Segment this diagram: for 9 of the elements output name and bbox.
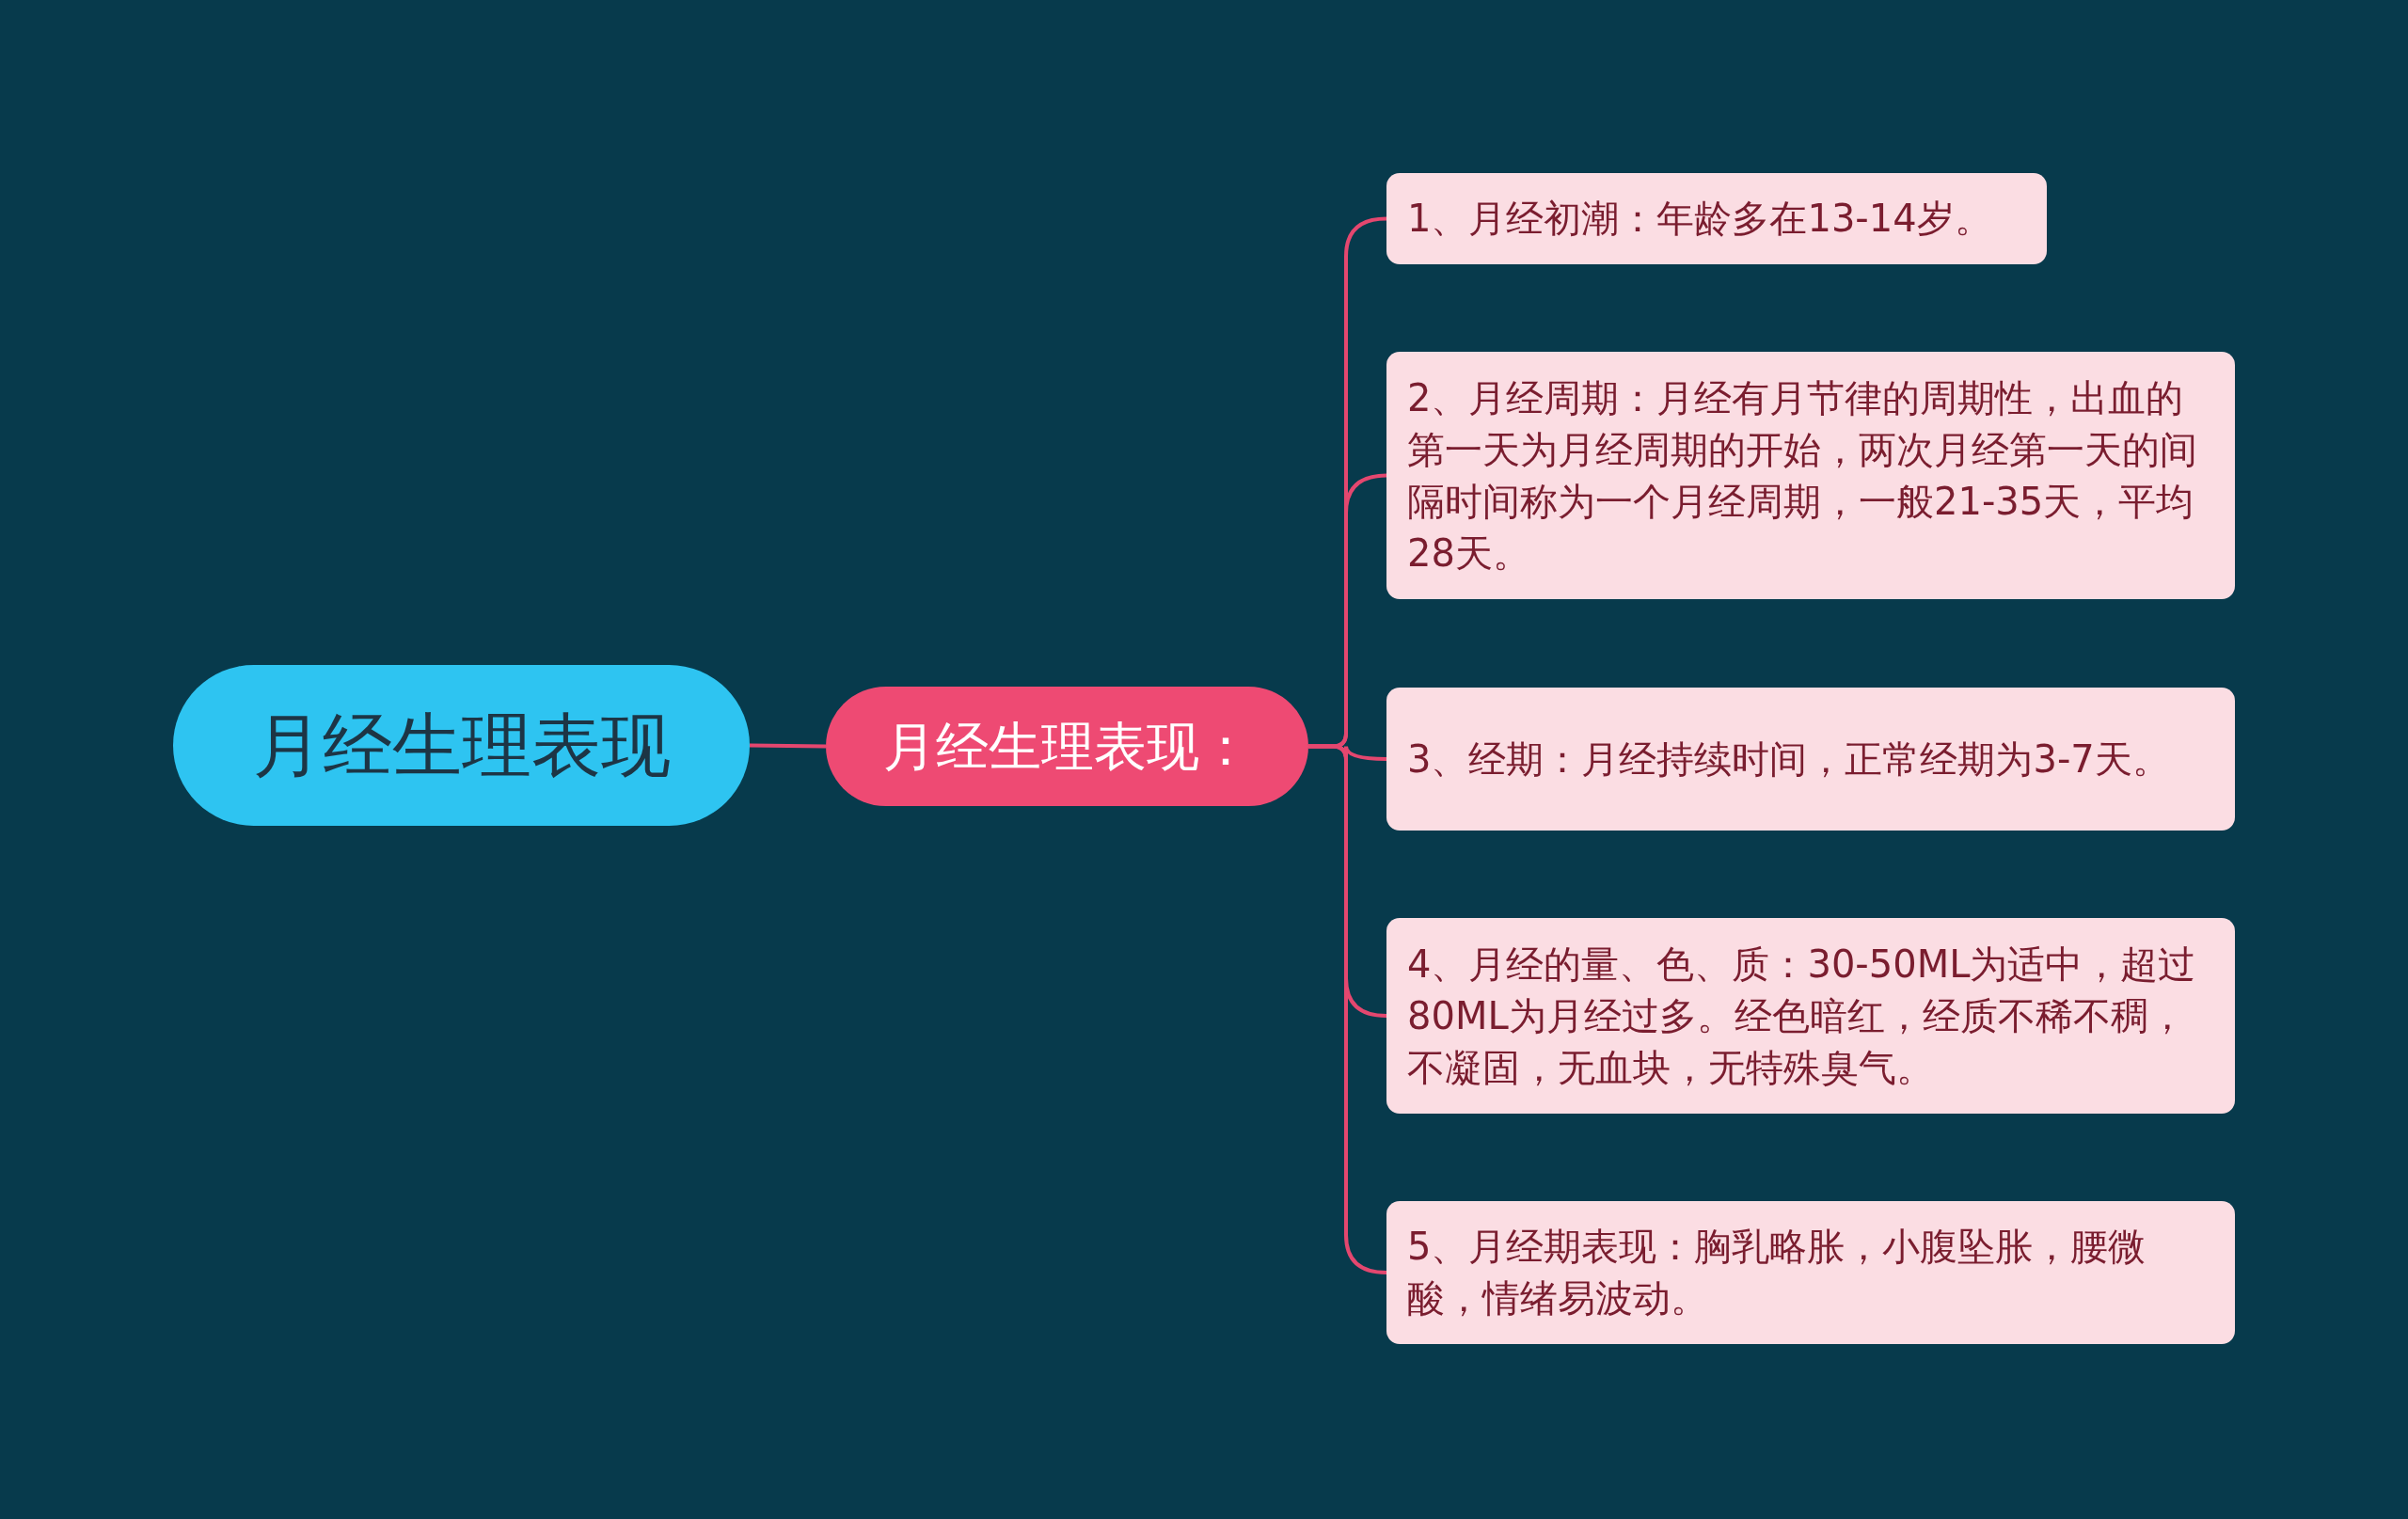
root-topic: 月经生理表现 <box>173 665 750 826</box>
subtopic-card: 4、月经的量、色、质：30-50ML为适中，超过80ML为月经过多。经色暗红，经质不稀不稠，不凝固，无血块，无特殊臭气。 <box>1386 918 2235 1114</box>
main-topic: 月经生理表现： <box>826 687 1308 806</box>
subtopic-card: 5、月经期表现：胸乳略胀，小腹坠胀，腰微酸，情绪易波动。 <box>1386 1201 2235 1344</box>
subtopic-card: 3、经期：月经持续时间，正常经期为3-7天。 <box>1386 688 2235 831</box>
connector-line <box>1308 744 1387 1274</box>
subtopic-card: 1、月经初潮：年龄多在13-14岁。 <box>1386 173 2047 264</box>
connector-line <box>749 743 827 749</box>
subtopic-card: 2、月经周期：月经有月节律的周期性，出血的第一天为月经周期的开始，两次月经第一天的间隔时间称为一个月经周期，一般21-35天，平均28天。 <box>1386 352 2235 599</box>
